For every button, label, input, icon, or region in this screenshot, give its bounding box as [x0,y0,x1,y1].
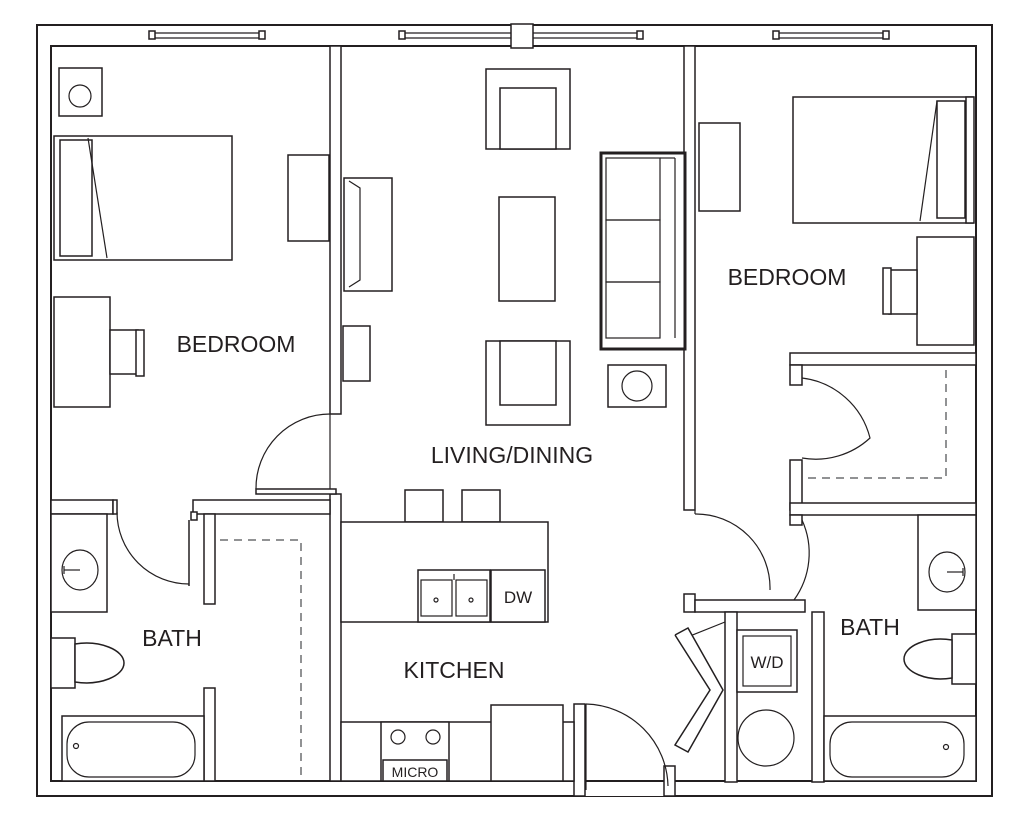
label-bath-left: BATH [142,625,202,651]
windows [148,23,890,49]
label-bedroom-left: BEDROOM [177,331,296,357]
right-bedroom-furniture [698,96,975,479]
living-furniture [342,68,687,523]
right-bath-fixtures [823,514,977,782]
laundry-fixtures [736,629,798,767]
interior-walls [50,45,977,797]
doors [112,377,871,790]
kitchen-fixtures [340,521,575,782]
label-washer-dryer: W/D [750,653,783,672]
label-kitchen: KITCHEN [404,657,505,683]
left-bedroom-furniture [53,67,330,408]
appliance-labels: DW MICRO W/D [392,588,784,780]
label-bedroom-right: BEDROOM [728,264,847,290]
label-bath-right: BATH [840,614,900,640]
label-living-dining: LIVING/DINING [431,442,593,468]
label-dishwasher: DW [504,588,532,607]
left-bath-fixtures [50,513,302,782]
room-labels: BEDROOM BEDROOM LIVING/DINING KITCHEN BA… [142,264,900,683]
label-microwave: MICRO [392,764,439,780]
